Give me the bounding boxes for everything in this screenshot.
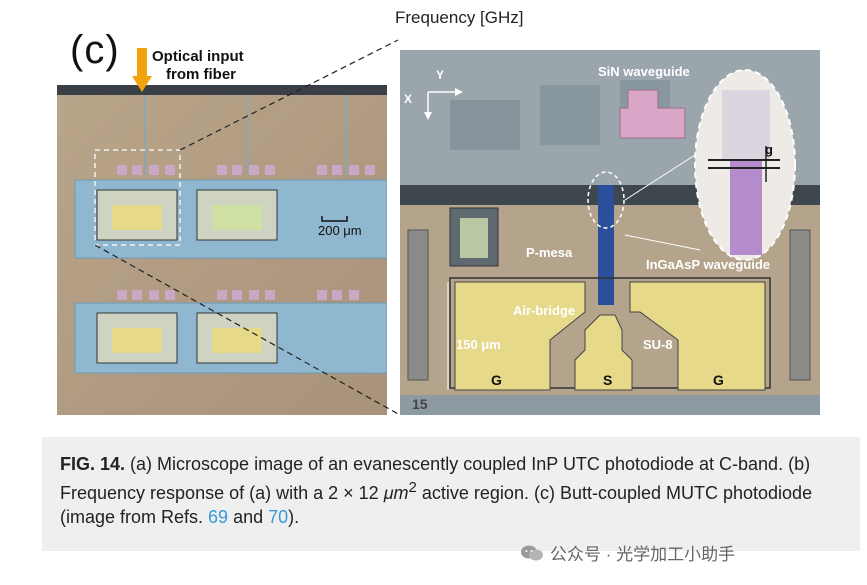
pad-g-right-label: G	[713, 372, 724, 388]
axis-x-label: X	[404, 92, 413, 106]
figure-caption: FIG. 14. (a) Microscope image of an evan…	[60, 452, 850, 529]
right-microscope-image	[400, 50, 820, 415]
ref-link-70[interactable]: 70	[268, 507, 289, 527]
pad-s-label: S	[603, 372, 613, 388]
sin-waveguide-label: SiN waveguide	[598, 64, 690, 79]
caption-background	[42, 437, 860, 551]
caption-unit: μm	[383, 483, 409, 503]
caption-superscript: 2	[408, 479, 417, 496]
figure-number: FIG. 14.	[60, 454, 126, 474]
panel-label-c: (c)	[70, 28, 120, 72]
air-bridge-label: Air-bridge	[513, 303, 576, 318]
caption-end: ).	[288, 507, 300, 527]
axis-y-label: Y	[436, 68, 445, 82]
optical-input-line1: Optical input	[152, 48, 244, 65]
caption-text-b: active region. (c) Butt-coupled MUTC pho…	[60, 483, 813, 527]
frequency-axis-label: Frequency [GHz]	[395, 8, 524, 27]
optical-input-arrow-icon	[132, 48, 152, 92]
scale-bar-label: 200 μm	[318, 223, 362, 238]
corner-number: 15	[412, 396, 428, 412]
p-mesa-label: P-mesa	[526, 245, 573, 260]
caption-and: and	[228, 507, 269, 527]
watermark-text: 公众号 · 光学加工小助手	[550, 545, 736, 564]
dimension-150-label: 150 μm	[456, 337, 501, 352]
pad-g-left-label: G	[491, 372, 502, 388]
ref-link-69[interactable]: 69	[208, 507, 229, 527]
zoom-connector-lines	[94, 39, 401, 416]
optical-input-line2: from fiber	[166, 66, 237, 83]
caption-text-a: (a) Microscope image of an evanescently …	[60, 454, 811, 503]
ingaasp-waveguide-label: InGaAsP waveguide	[646, 257, 771, 272]
gap-label: g	[765, 142, 773, 157]
watermark: 公众号 · 光学加工小助手	[520, 540, 735, 565]
optical-input-label: Optical input from fiber	[152, 48, 244, 84]
su8-label: SU-8	[643, 337, 673, 352]
wechat-icon	[521, 545, 543, 560]
left-microscope-image	[57, 85, 387, 415]
